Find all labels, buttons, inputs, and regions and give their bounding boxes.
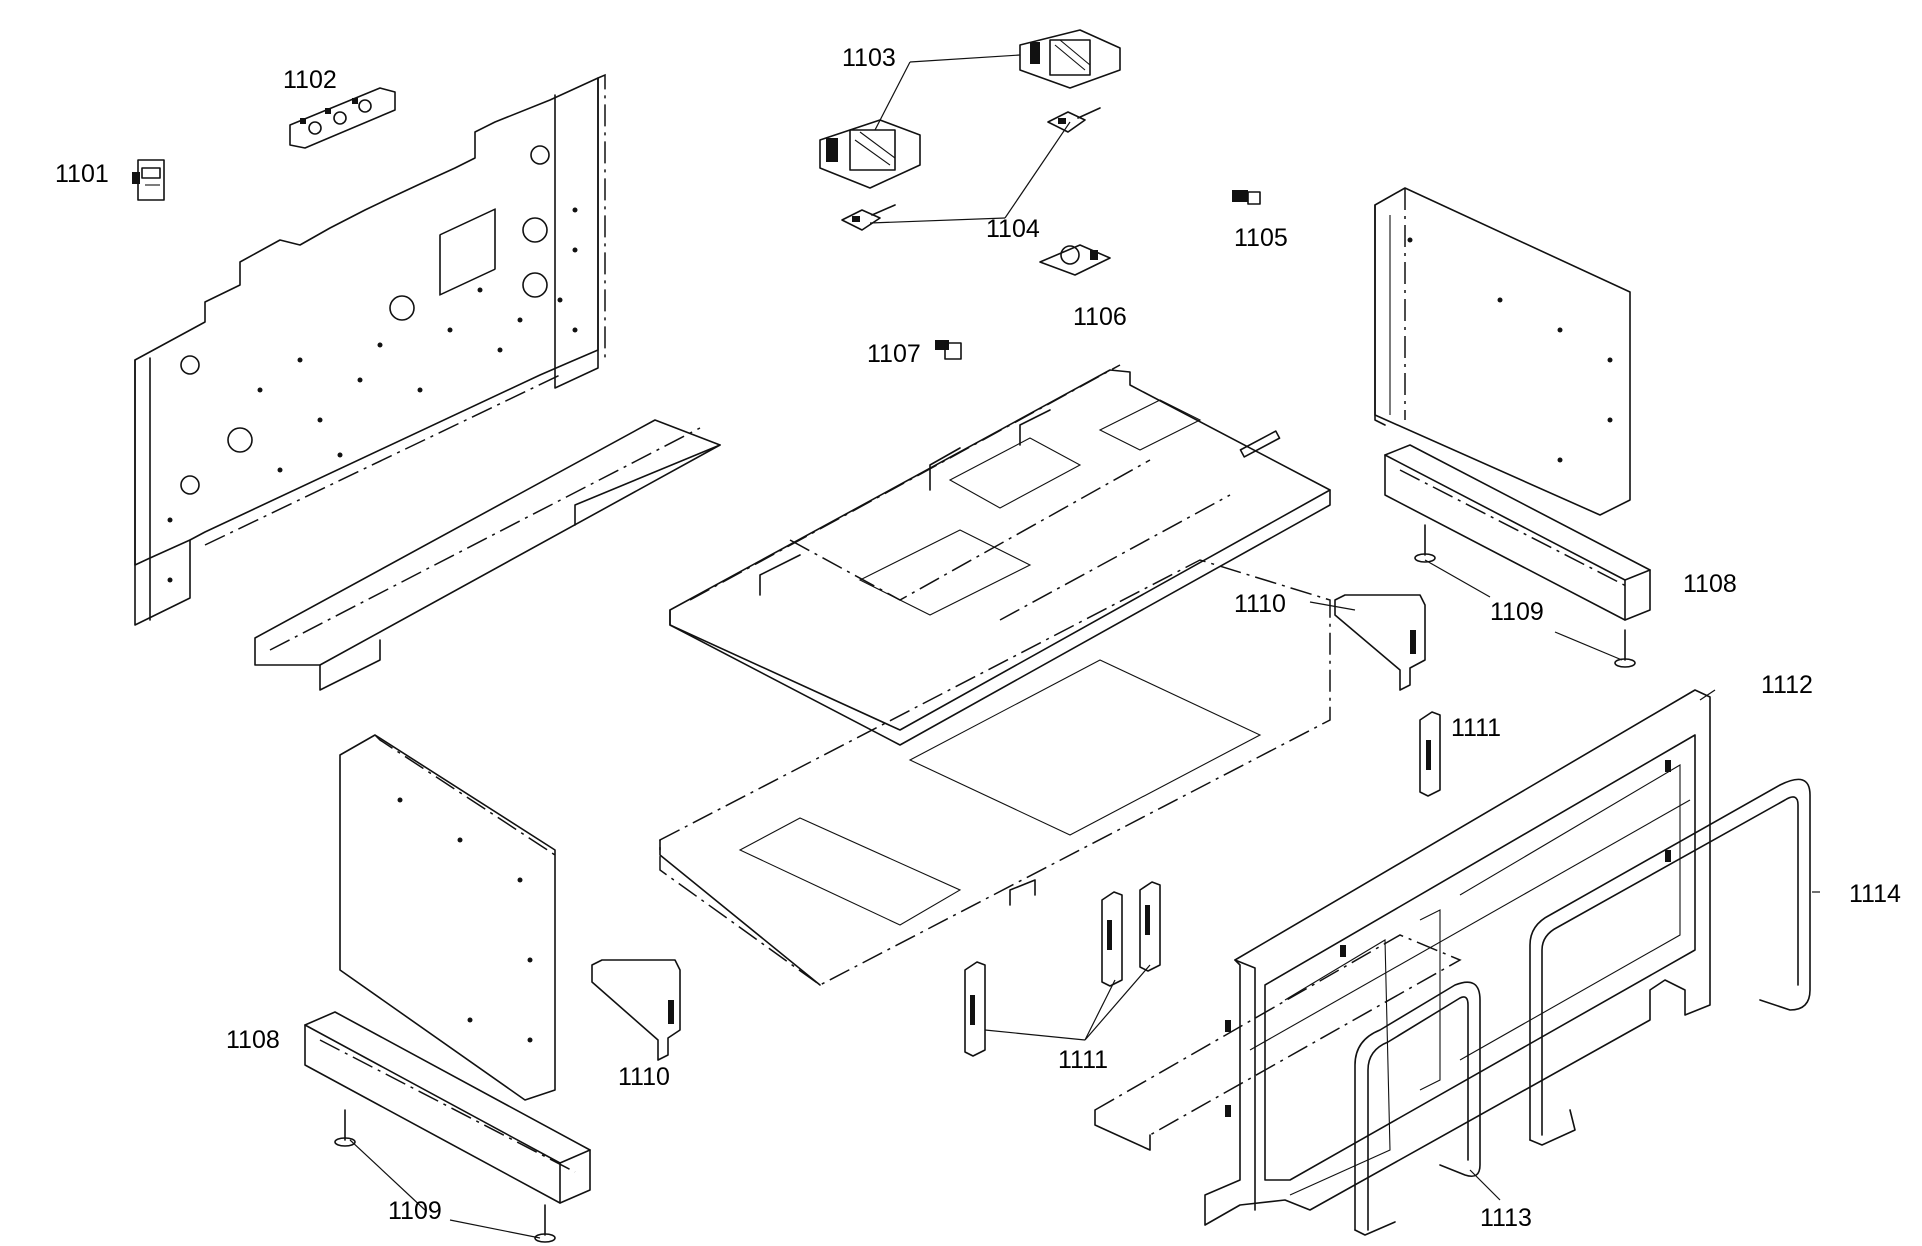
label-1102: 1102 [283, 66, 337, 94]
part-1108-left [304, 1011, 591, 1204]
part-1104-lower [841, 204, 896, 231]
part-1109-left-upper [334, 1109, 356, 1147]
part-1112-front-frame [1094, 689, 1711, 1226]
part-1104-upper [1047, 107, 1101, 133]
part-1107 [935, 340, 962, 360]
top-tray [669, 364, 1331, 746]
part-1114-handle [1529, 778, 1811, 1146]
label-1103: 1103 [842, 44, 896, 72]
lower-plate [659, 559, 1331, 986]
part-1105 [1232, 190, 1261, 205]
part-1101 [132, 159, 165, 201]
label-1108-right: 1108 [1683, 570, 1737, 598]
label-1113: 1113 [1480, 1204, 1532, 1232]
part-1109-left-lower [534, 1204, 556, 1243]
part-1103-upper [1019, 29, 1121, 89]
label-1114: 1114 [1849, 880, 1901, 908]
label-1105: 1105 [1234, 224, 1288, 252]
part-1109-right-upper [1414, 524, 1436, 563]
label-1101: 1101 [55, 160, 109, 188]
part-1103-lower [819, 119, 921, 189]
part-1110-left [591, 959, 681, 1061]
label-1106: 1106 [1073, 303, 1127, 331]
leader-lines [349, 54, 1820, 1239]
left-side-panel [339, 734, 556, 1101]
part-1102 [289, 87, 396, 149]
part-1113-handle [1354, 981, 1481, 1236]
part-1108-right [1384, 444, 1651, 621]
back-panel [134, 73, 606, 626]
label-1111-left: 1111 [1058, 1046, 1108, 1074]
part-1111-left-a [964, 961, 986, 1057]
part-1106 [1039, 244, 1111, 276]
label-1109-right: 1109 [1490, 598, 1544, 626]
label-1112: 1112 [1761, 671, 1813, 699]
part-1110-right [1334, 594, 1426, 691]
label-1110-right: 1110 [1234, 590, 1286, 618]
label-1104: 1104 [986, 215, 1040, 243]
rail-left [254, 419, 721, 691]
part-1111-left-c [1139, 881, 1161, 972]
label-1109-left: 1109 [388, 1197, 442, 1225]
right-side-panel [1374, 187, 1631, 516]
part-1111-right [1419, 711, 1441, 797]
label-1111-right: 1111 [1451, 714, 1501, 742]
part-1111-left-b [1101, 891, 1123, 987]
label-1110-left: 1110 [618, 1063, 670, 1091]
part-labels: 1101 1102 1103 1104 1105 1106 1107 1108 … [55, 44, 1901, 1232]
label-1108-left: 1108 [226, 1026, 280, 1054]
part-1109-right-lower [1614, 629, 1636, 668]
label-1107: 1107 [867, 340, 921, 368]
